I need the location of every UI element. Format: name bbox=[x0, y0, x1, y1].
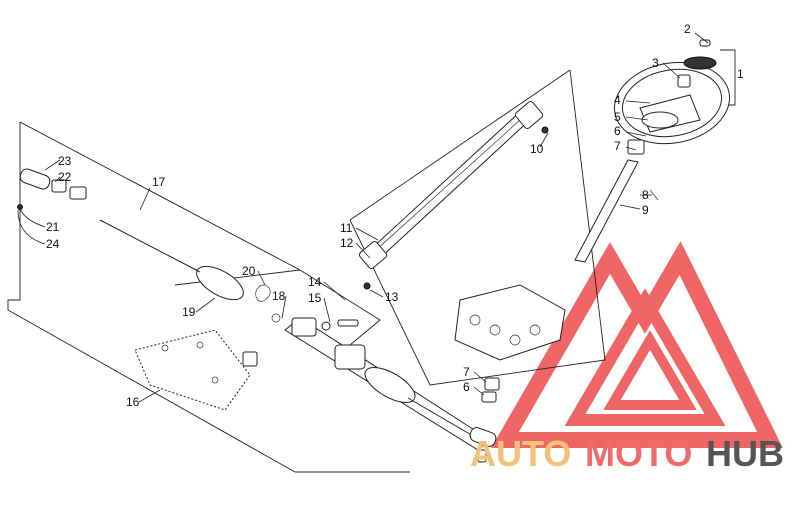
steering-shaft bbox=[574, 159, 659, 263]
watermark-auto: AUTO bbox=[470, 433, 571, 474]
callout-2: 2 bbox=[684, 22, 691, 36]
callout-13: 13 bbox=[385, 290, 399, 304]
callout-19: 19 bbox=[182, 305, 196, 319]
callout-22: 22 bbox=[58, 170, 72, 184]
callout-6: 6 bbox=[614, 124, 621, 138]
callout-12: 12 bbox=[340, 236, 354, 250]
callout-8: 8 bbox=[642, 188, 649, 202]
intermediate-shaft bbox=[358, 100, 549, 290]
callout-7: 7 bbox=[614, 139, 621, 153]
boot-clamp bbox=[255, 284, 359, 331]
wheel-bracket-1 bbox=[720, 49, 736, 106]
callout-6b: 6 bbox=[463, 380, 470, 394]
steering-rack bbox=[99, 219, 491, 451]
callout-15: 15 bbox=[308, 291, 322, 305]
callout-labels: 1 2 3 4 5 6 7 8 9 10 11 12 13 14 15 16 1… bbox=[46, 22, 744, 409]
callout-16: 16 bbox=[126, 395, 140, 409]
callout-5: 5 bbox=[614, 110, 621, 124]
callout-20: 20 bbox=[242, 264, 256, 278]
tie-rod-ends bbox=[17, 168, 497, 463]
callout-9: 9 bbox=[642, 203, 649, 217]
column-bracket bbox=[349, 69, 606, 386]
callout-17: 17 bbox=[152, 175, 166, 189]
leader-lines bbox=[17, 32, 709, 403]
assembly-bracket-16 bbox=[7, 121, 410, 473]
callout-10: 10 bbox=[530, 142, 544, 156]
column-mount-plate bbox=[454, 284, 566, 403]
watermark-moto: MOTO bbox=[585, 433, 692, 474]
callout-18: 18 bbox=[272, 289, 286, 303]
callout-4: 4 bbox=[614, 93, 621, 107]
callout-1: 1 bbox=[737, 67, 744, 81]
callout-23: 23 bbox=[58, 154, 72, 168]
wheel-cap bbox=[677, 39, 717, 88]
callout-21: 21 bbox=[46, 220, 60, 234]
callout-7b: 7 bbox=[463, 365, 470, 379]
watermark-logo bbox=[491, 241, 783, 448]
callout-14: 14 bbox=[308, 275, 322, 289]
assembly-bracket-17 bbox=[174, 269, 381, 346]
watermark-text: AUTO MOTO HUB bbox=[470, 433, 784, 474]
steering-wheel bbox=[613, 61, 731, 155]
watermark-hub: HUB bbox=[706, 433, 784, 474]
callout-3: 3 bbox=[652, 56, 659, 70]
frame-bracket bbox=[134, 329, 258, 411]
callout-11: 11 bbox=[340, 221, 353, 235]
callout-24: 24 bbox=[46, 237, 60, 251]
